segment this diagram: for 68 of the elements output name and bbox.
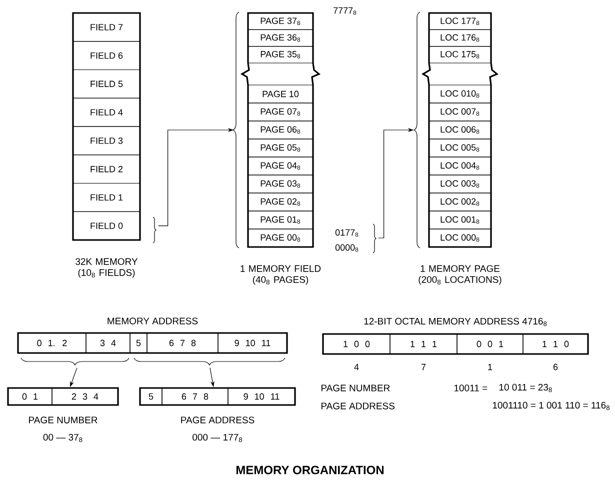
range-label: 00 — 37$_{8}$ [43,434,82,442]
memory-cell: LOC 175$_{8}$ [428,46,492,64]
memory-cell: 9 10 11 [228,388,296,406]
register-label: 12-BIT OCTAL MEMORY ADDRESS 4716$_{8}$ [364,318,547,326]
memory-cell: LOC 002$_{8}$ [428,192,492,212]
address-label: 6 [553,364,558,370]
memory-cell: 0 1. 2 [18,332,86,354]
memory-cell: PAGE 35$_{8}$ [248,46,314,64]
note-text: PAGE NUMBER [322,384,390,392]
note-text: PAGE ADDRESS [322,402,395,410]
memory-cell: LOC 001$_{8}$ [428,210,492,230]
note-text: 10 011 = 23$_{8}$ [499,384,552,392]
memory-cell: 6 7 8 [146,332,218,354]
register-label: PAGE ADDRESS [181,416,254,424]
memory-cell: PAGE 04$_{8}$ [248,156,314,176]
address-label: 7 [421,364,426,370]
memory-cell: FIELD 2 [72,154,140,184]
memory-cell: LOC 000$_{8}$ [428,228,492,248]
address-label: 4 [354,364,359,370]
memory-cell: 0 1 [8,388,52,406]
memory-cell: 3 4 [86,332,130,354]
memory-cell: FIELD 4 [72,98,140,127]
memory-cell: LOC 004$_{8}$ [428,156,492,176]
memory-cell: 1 1 1 [390,334,458,354]
column-label: 32K MEMORY (10$_{8}$ FIELDS) [76,258,138,278]
address-label: 7777$_{8}$ [334,7,356,15]
memory-cell: FIELD 5 [72,69,140,98]
memory-cell: PAGE 02$_{8}$ [248,192,314,212]
memory-cell: 1 0 0 [322,334,390,354]
memory-cell: 6 7 8 [162,388,228,406]
memory-cell: 2 3 4 [52,388,118,406]
memory-cell: 0 0 1 [456,334,524,354]
memory-cell: PAGE 03$_{8}$ [248,174,314,194]
column-label: 1 MEMORY PAGE (200$_{8}$ LOCATIONS) [418,265,502,285]
memory-cell: PAGE 00$_{8}$ [248,228,314,248]
memory-cell: FIELD 1 [72,182,140,212]
memory-cell: PAGE 01$_{8}$ [248,210,314,230]
memory-cell: 1 1 0 [522,334,588,354]
title: MEMORY ORGANIZATION [236,466,384,474]
memory-cell: PAGE 07$_{8}$ [248,102,314,122]
memory-cell: PAGE 06$_{8}$ [248,120,314,140]
register-label: PAGE NUMBER [29,416,98,424]
column-label: 1 MEMORY FIELD (40$_{8}$ PAGES) [240,265,321,285]
memory-cell: LOC 003$_{8}$ [428,174,492,194]
memory-cell: LOC 006$_{8}$ [428,120,492,140]
register-label: MEMORY ADDRESS [108,318,198,324]
memory-cell: FIELD 7 [72,12,140,42]
address-label: 0177$_{8}$ [335,229,358,237]
memory-cell: 5 [140,388,162,406]
memory-cell: FIELD 0 [72,211,140,240]
memory-cell: FIELD 3 [72,126,140,156]
memory-cell: LOC 007$_{8}$ [428,102,492,122]
memory-cell: PAGE 36$_{8}$ [248,29,314,47]
memory-cell: LOC 176$_{8}$ [428,29,492,47]
memory-cell: LOC 005$_{8}$ [428,138,492,158]
memory-cell: LOC 010$_{8}$ [428,84,492,104]
memory-cell: 9 10 11 [218,332,288,354]
memory-cell: PAGE 37$_{8}$ [248,12,314,30]
memory-cell: FIELD 6 [72,41,140,70]
address-label: 0000$_{8}$ [335,244,358,252]
memory-cell: 5 [130,332,148,354]
range-label: 000 — 177$_{8}$ [192,434,242,442]
memory-cell: LOC 177$_{8}$ [428,12,492,30]
memory-cell: PAGE 05$_{8}$ [248,138,314,158]
address-label: 1 [488,364,492,370]
note-text: 1001110 = 1 001 110 = 116$_{8}$ [492,402,610,410]
note-text: 10011 = [454,384,488,392]
memory-cell: PAGE 10 [248,84,314,104]
